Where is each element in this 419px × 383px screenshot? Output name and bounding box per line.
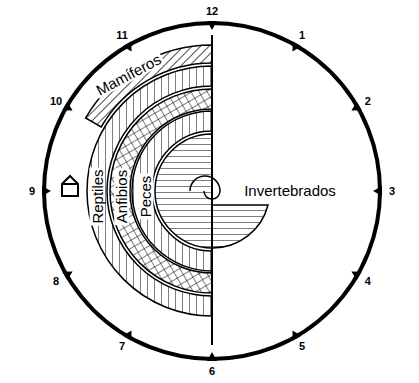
group-label: Invertebrados — [242, 183, 338, 198]
hour-tick — [207, 21, 217, 30]
hour-ticks — [42, 21, 382, 361]
small-shape — [62, 176, 78, 196]
hour-tick — [351, 102, 361, 111]
clock-face — [44, 23, 380, 359]
hour-tick — [351, 272, 361, 281]
hour-tick — [293, 41, 302, 51]
hour-tick — [62, 102, 72, 111]
hour-number: 5 — [299, 341, 305, 352]
hour-tick — [42, 186, 51, 196]
hour-number: 2 — [365, 96, 371, 107]
hour-tick — [123, 330, 132, 340]
hour-tick — [293, 330, 302, 340]
hour-number: 9 — [29, 186, 35, 197]
hour-number: 7 — [119, 341, 125, 352]
group-label: Peces — [138, 173, 153, 219]
hour-tick — [373, 186, 382, 196]
hour-number: 6 — [209, 366, 215, 377]
hour-tick — [62, 272, 72, 281]
hour-number: 10 — [50, 96, 62, 107]
hour-number: 12 — [206, 6, 218, 17]
hour-number: 1 — [299, 30, 305, 41]
hour-number: 11 — [116, 30, 128, 41]
group-label: Reptiles — [89, 167, 104, 225]
spiral — [190, 176, 220, 199]
divider-line — [211, 35, 213, 345]
hour-tick — [207, 352, 217, 361]
group-label: Anfibios — [115, 167, 130, 224]
hour-number: 3 — [389, 186, 395, 197]
hour-number: 4 — [365, 276, 371, 287]
hour-tick — [123, 41, 132, 51]
hour-number: 8 — [53, 276, 59, 287]
